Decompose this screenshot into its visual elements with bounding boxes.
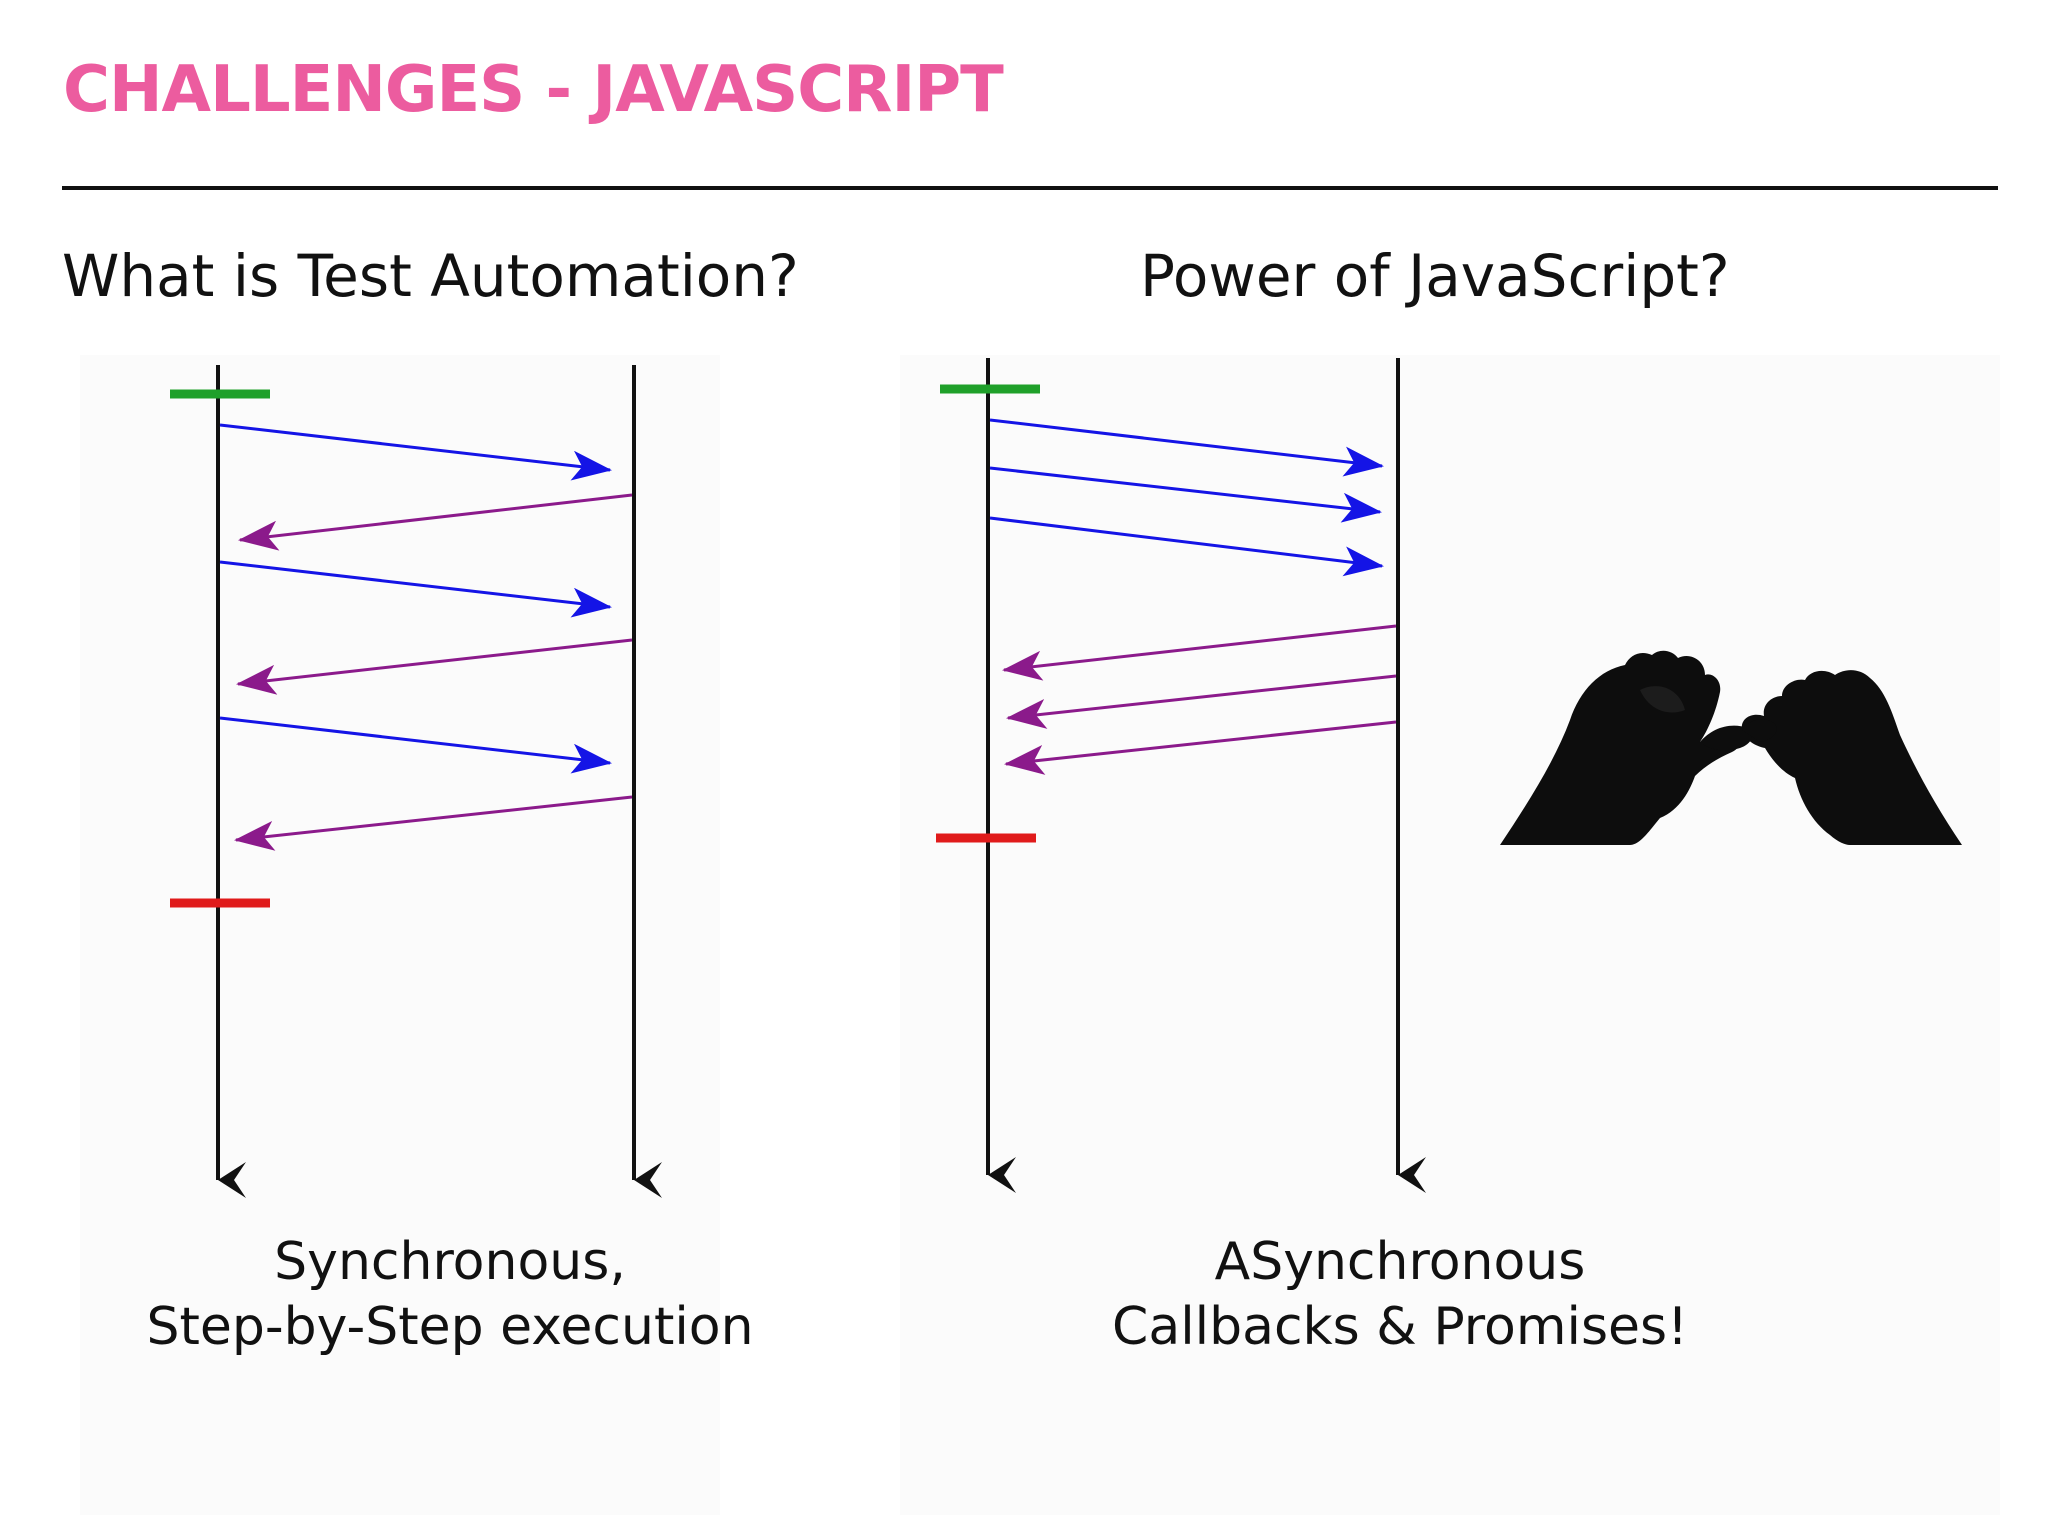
right-panel-heading: Power of JavaScript? [1140, 242, 1730, 310]
async-request-arrow-2 [989, 466, 1382, 523]
left-panel-caption: Synchronous, Step-by-Step execution [70, 1230, 830, 1360]
sync-response-arrow-1 [238, 493, 633, 551]
title-divider [62, 186, 1998, 190]
left-panel-heading: What is Test Automation? [62, 242, 799, 310]
right-caption-line-2: Callbacks & Promises! [1112, 1297, 1688, 1357]
left-diagram-background [80, 355, 720, 1515]
pinky-promise-hands-icon [1500, 650, 1962, 845]
async-response-arrow-3 [1004, 720, 1397, 775]
sync-request-arrow-2 [219, 560, 612, 618]
sync-request-arrow-3 [219, 716, 612, 774]
async-request-arrow-3 [989, 516, 1384, 577]
sync-response-arrow-3 [234, 795, 633, 851]
async-response-arrow-2 [1006, 674, 1397, 729]
async-response-arrow-1 [1002, 624, 1397, 681]
sync-response-arrow-2 [236, 638, 633, 695]
right-caption-line-1: ASynchronous [1214, 1232, 1586, 1292]
left-caption-line-2: Step-by-Step execution [146, 1297, 754, 1357]
slide-title: CHALLENGES - JAVASCRIPT [63, 53, 1004, 127]
left-caption-line-1: Synchronous, [274, 1232, 626, 1292]
right-panel-caption: ASynchronous Callbacks & Promises! [1000, 1230, 1800, 1360]
right-diagram-background [900, 355, 2000, 1515]
async-diagram [936, 358, 1426, 1193]
async-request-arrow-1 [989, 418, 1384, 477]
sync-request-arrow-1 [219, 423, 612, 481]
sync-diagram [170, 365, 662, 1198]
